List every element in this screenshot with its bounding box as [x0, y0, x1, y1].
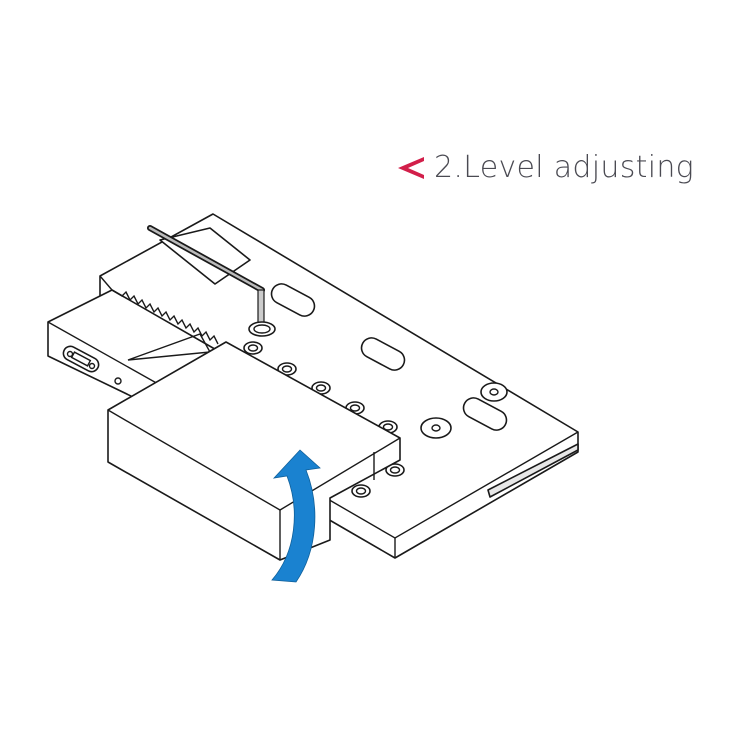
chevron-left-icon — [398, 156, 424, 179]
front-block — [107, 341, 401, 561]
slots — [270, 283, 508, 431]
curved-up-arrow-icon — [271, 449, 321, 583]
step-title-text: 2.Level adjusting — [434, 150, 694, 185]
hex-key — [147, 225, 276, 337]
step-title: 2.Level adjusting — [396, 150, 694, 185]
